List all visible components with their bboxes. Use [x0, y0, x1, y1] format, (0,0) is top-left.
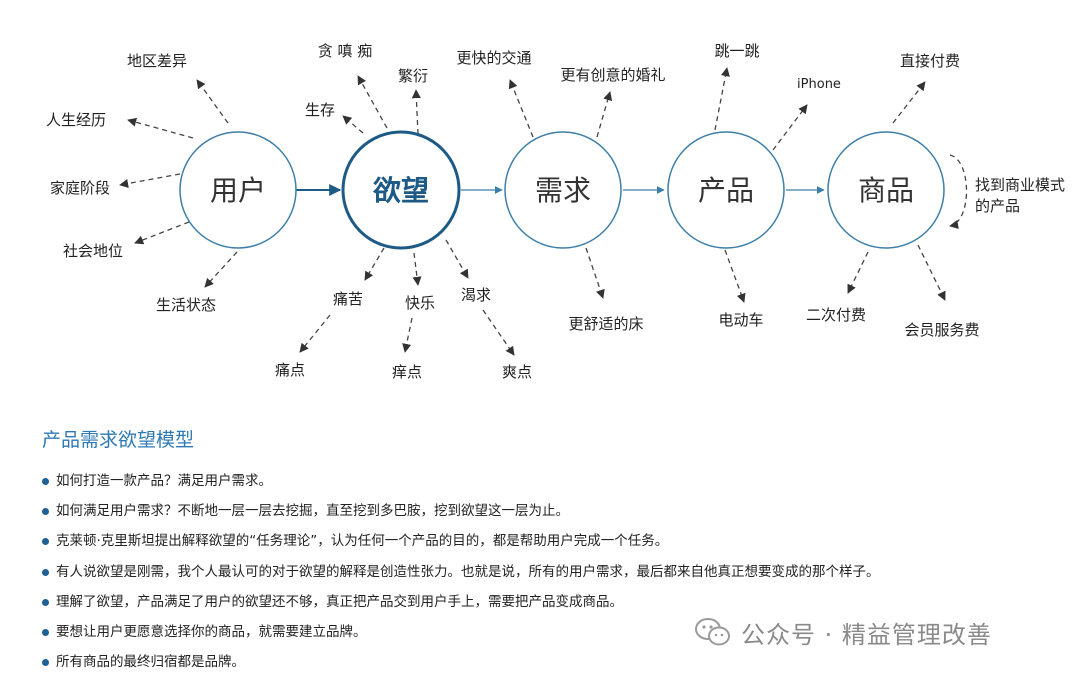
node-user-circle: [179, 131, 297, 249]
label-family-stage: 家庭阶段: [50, 179, 110, 197]
arrow-demand-bed: [585, 247, 605, 299]
label-jump: 跳一跳: [714, 42, 759, 60]
label-comfy-bed: 更舒适的床: [568, 315, 643, 333]
node-goods-label: 商品: [858, 174, 914, 207]
node-demand-label: 需求: [535, 174, 591, 207]
label-business-model-line1: 找到商业模式: [975, 176, 1065, 194]
label-pain: 痛苦: [333, 290, 363, 308]
list-item: 如何打造一款产品？满足用户需求。: [42, 466, 880, 496]
list-item: 所有商品的最终归宿都是品牌。: [42, 647, 880, 677]
label-happy: 快乐: [405, 294, 435, 312]
node-desire-label: 欲望: [372, 174, 429, 207]
node-product-label: 产品: [698, 174, 754, 207]
label-cool-point: 爽点: [502, 363, 532, 381]
arrow-user-region: [196, 79, 229, 124]
list-item: 克莱顿·克里斯坦提出解释欲望的“任务理论”，认为任何一个产品的目的，都是帮助用户…: [42, 526, 880, 556]
label-life-experience: 人生经历: [46, 111, 106, 129]
label-direct-pay: 直接付费: [900, 52, 960, 70]
arrow-happy-itchpoint: [402, 317, 413, 353]
label-crave: 渴求: [461, 286, 491, 304]
label-business-model-line2: 的产品: [975, 197, 1020, 215]
arrow-goods-membership: [917, 244, 946, 301]
list-item: 理解了欲望，产品满足了用户的欲望还不够，真正把产品交到用户手上，需要把产品变成商…: [42, 587, 880, 617]
arrow-crave-coolpoint: [482, 309, 515, 356]
arrow-user-life-experience: [127, 117, 194, 139]
arrow-desire-reproduce: [411, 89, 421, 135]
arrow-product-jump: [714, 67, 730, 131]
label-reproduce: 繁衍: [398, 67, 428, 85]
arrow-user-life-state: [204, 251, 238, 288]
arrow-user-family-stage: [119, 173, 181, 188]
list-item: 要想让用户更愿意选择你的商品，就需要建立品牌。: [42, 617, 880, 647]
watermark: 公众号 · 精益管理改善: [695, 612, 992, 652]
label-creative-wedding: 更有创意的婚礼: [560, 66, 665, 84]
arrow-desire-pain: [364, 247, 385, 281]
label-faster-traffic: 更快的交通: [456, 49, 531, 67]
label-region-diff: 地区差异: [127, 52, 187, 70]
arrow-desire-crave: [445, 239, 469, 279]
label-survive: 生存: [305, 101, 335, 119]
list-item: 有人说欲望是刚需，我个人最认可的对于欲望的解释是创造性张力。也就是说，所有的用户…: [42, 557, 880, 587]
node-desire-circle: [341, 130, 461, 250]
arrow-product-iphone: [772, 104, 808, 151]
node-demand-circle: [504, 131, 622, 249]
list-item: 如何满足用户需求？不断地一层一层去挖掘，直至挖到多巴胺，挖到欲望这一层为止。: [42, 496, 880, 526]
bullet-list: 如何打造一款产品？满足用户需求。 如何满足用户需求？不断地一层一层去挖掘，直至挖…: [42, 466, 880, 677]
node-user-label: 用户: [210, 174, 266, 207]
label-ebike: 电动车: [718, 311, 763, 329]
section-title: 产品需求欲望模型: [42, 429, 195, 451]
arrow-goods-secondpay: [847, 251, 869, 294]
label-social-status: 社会地位: [63, 242, 123, 260]
arrow-desire-survive: [342, 115, 364, 134]
label-life-state: 生活状态: [156, 296, 216, 314]
arrow-goods-directpay: [892, 81, 926, 124]
wechat-icon: [695, 618, 730, 646]
label-second-pay: 二次付费: [806, 306, 866, 324]
node-product-circle: [667, 131, 785, 249]
arrow-desire-happy: [412, 252, 422, 286]
watermark-text: 公众号 · 精益管理改善: [741, 620, 992, 649]
arrow-user-social-status: [134, 221, 190, 245]
label-membership: 会员服务费: [904, 321, 979, 339]
node-goods-circle: [827, 131, 945, 249]
label-iphone: iPhone: [797, 77, 841, 92]
arrow-desire-tanchenchi: [357, 75, 388, 129]
label-itch-point: 痒点: [392, 363, 422, 381]
arrow-goods-loop: [949, 154, 968, 229]
label-tan-chen-chi: 贪 嗔 痴: [318, 42, 373, 60]
arrow-product-ebike: [724, 249, 746, 303]
arrow-demand-traffic: [508, 79, 534, 138]
arrow-demand-wedding: [596, 91, 613, 138]
desire-model-diagram: 用户 欲望 需求 产品 商品 地区差异 人生经历 家庭阶段 社会地位 生活状态 …: [46, 42, 1065, 381]
arrow-pain-painpoint: [299, 314, 331, 353]
label-pain-point: 痛点: [275, 361, 305, 379]
